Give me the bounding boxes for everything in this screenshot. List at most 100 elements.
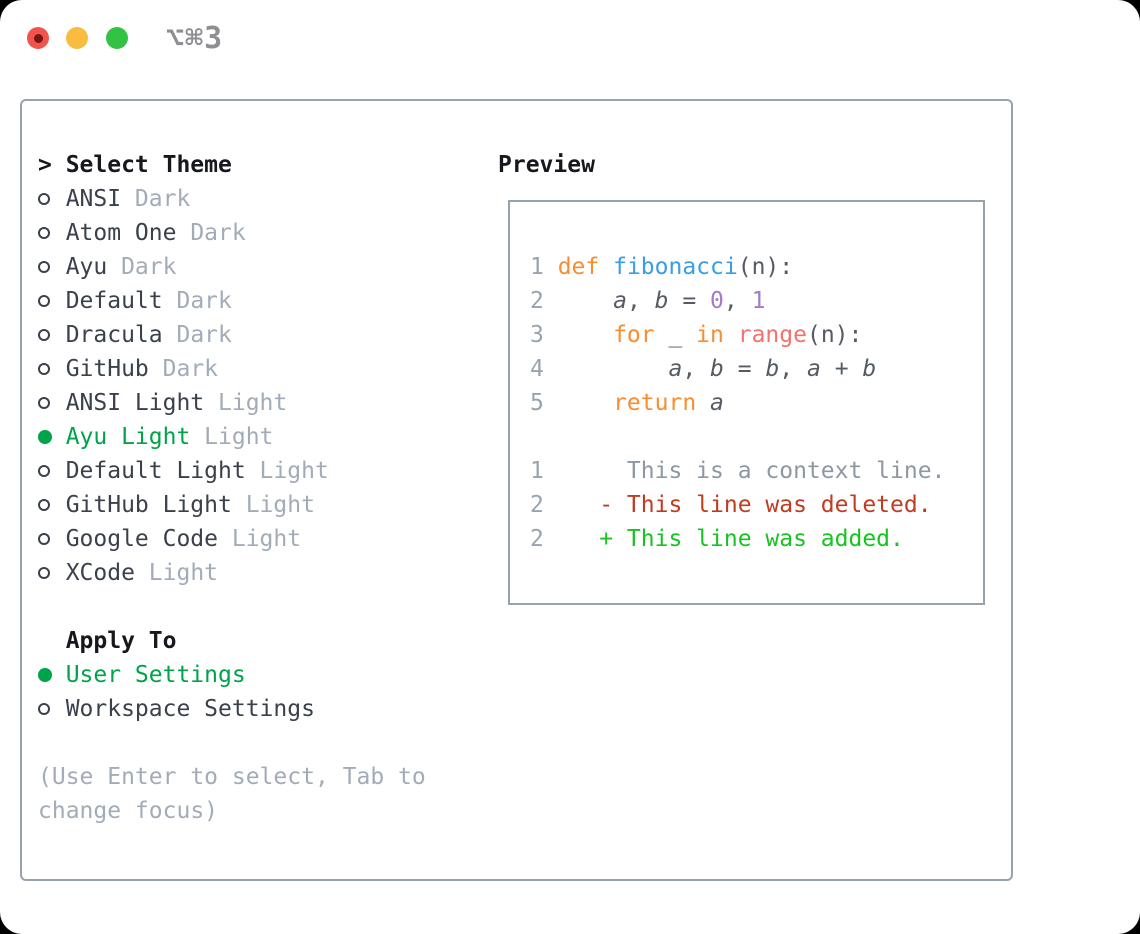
code-token: = (723, 356, 766, 382)
code-token: a (710, 390, 724, 416)
diff-line-deleted: 2 - This line was deleted. (530, 488, 983, 522)
code-token: + (820, 356, 863, 382)
theme-name: Ayu Light (65, 424, 191, 450)
code-line: 4 a, b = b, a + b (530, 352, 983, 386)
theme-option-ayu-light[interactable]: Ayu Light Light (38, 420, 329, 454)
theme-variant-tag: Light (204, 390, 288, 416)
preview-header: Preview (498, 152, 595, 178)
circle-icon (38, 193, 50, 205)
theme-option-ayu[interactable]: Ayu Dark (38, 250, 329, 284)
apply-option-label: Workspace Settings (65, 696, 315, 722)
code-token (558, 356, 669, 382)
theme-option-github-light[interactable]: GitHub Light Light (38, 488, 329, 522)
theme-option-default-light[interactable]: Default Light Light (38, 454, 329, 488)
filled-dot-icon (38, 430, 52, 444)
radio-icon (38, 488, 66, 522)
radio-icon (38, 522, 66, 556)
circle-icon (38, 567, 50, 579)
theme-option-xcode[interactable]: XCode Light (38, 556, 329, 590)
help-line: (Use Enter to select, Tab to (38, 764, 426, 790)
line-number: 2 (530, 526, 544, 552)
selected-radio-icon (38, 658, 66, 692)
theme-name: XCode (65, 560, 135, 586)
code-token (558, 322, 613, 348)
code-token: b (654, 288, 669, 314)
theme-option-ansi-light[interactable]: ANSI Light Light (38, 386, 329, 420)
close-button[interactable] (27, 27, 49, 49)
theme-variant-tag: Dark (107, 254, 177, 280)
zoom-button[interactable] (106, 27, 128, 49)
code-token: , (682, 356, 711, 382)
circle-icon (38, 465, 50, 477)
code-token: return (613, 390, 697, 416)
line-number: 3 (530, 322, 544, 348)
code-token: a (668, 356, 683, 382)
theme-name: ANSI Light (65, 390, 205, 416)
theme-option-dracula[interactable]: Dracula Dark (38, 318, 329, 352)
radio-icon (38, 352, 66, 386)
diff-line-added: 2 + This line was added. (530, 522, 983, 556)
radio-icon (38, 692, 66, 726)
diff-text: - This line was deleted. (557, 492, 932, 518)
code-token: , (626, 288, 655, 314)
code-token: range (737, 322, 807, 348)
code-token: 1 (751, 288, 766, 314)
line-number: 5 (530, 390, 544, 416)
diff-text: + This line was added. (557, 526, 904, 552)
code-token: , (723, 288, 752, 314)
theme-name: Default (65, 288, 163, 314)
theme-variant-tag: Light (245, 458, 329, 484)
theme-option-ansi[interactable]: ANSI Dark (38, 182, 329, 216)
theme-option-github[interactable]: GitHub Dark (38, 352, 329, 386)
theme-name: GitHub (65, 356, 149, 382)
minimize-button[interactable] (66, 27, 88, 49)
theme-name: Ayu (65, 254, 108, 280)
theme-variant-tag: Dark (162, 322, 232, 348)
circle-icon (38, 329, 50, 341)
theme-option-default[interactable]: Default Dark (38, 284, 329, 318)
theme-variant-tag: Light (231, 492, 315, 518)
line-number: 2 (530, 288, 544, 314)
radio-icon (38, 250, 66, 284)
selected-radio-icon (38, 420, 66, 454)
theme-name: Atom One (65, 220, 177, 246)
apply-option-workspace-settings[interactable]: Workspace Settings (38, 692, 315, 726)
code-token: (n): (737, 254, 794, 280)
apply-option-user-settings[interactable]: User Settings (38, 658, 315, 692)
diff-line-context: 1 This is a context line. (530, 454, 983, 488)
theme-name: Dracula (65, 322, 163, 348)
theme-option-google-code[interactable]: Google Code Light (38, 522, 329, 556)
line-number: 1 (530, 254, 544, 280)
theme-list-header-label: Select Theme (65, 152, 232, 178)
line-number: 4 (530, 356, 544, 382)
window-title: ⌥⌘3 (166, 21, 224, 56)
title-bar: ⌥⌘3 (0, 0, 1140, 76)
filled-dot-icon (38, 668, 52, 682)
focus-caret: > (38, 152, 52, 178)
code-token: in (696, 322, 724, 348)
theme-variant-tag: Light (218, 526, 302, 552)
code-token: b (862, 356, 877, 382)
help-text: (Use Enter to select, Tab to change focu… (38, 760, 426, 828)
theme-name: ANSI (65, 186, 122, 212)
circle-icon (38, 295, 50, 307)
theme-name: Default Light (65, 458, 246, 484)
theme-name: Google Code (65, 526, 219, 552)
code-line: 5 return a (530, 386, 983, 420)
radio-icon (38, 284, 66, 318)
theme-name: GitHub Light (65, 492, 232, 518)
line-number: 2 (530, 492, 544, 518)
code-token (696, 390, 710, 416)
apply-to-header: Apply To (38, 624, 315, 658)
circle-icon (38, 261, 50, 273)
apply-option-label: User Settings (65, 662, 246, 688)
theme-option-atom-one[interactable]: Atom One Dark (38, 216, 329, 250)
radio-icon (38, 454, 66, 488)
